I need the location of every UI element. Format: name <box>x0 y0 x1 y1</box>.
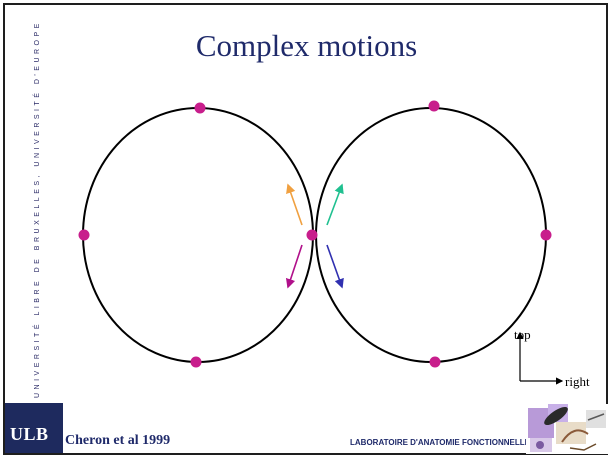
marker-left-left <box>78 229 90 241</box>
marker-center <box>306 229 318 241</box>
arrow-down-left <box>285 244 303 289</box>
marker-right-right <box>540 229 552 241</box>
university-side-band <box>5 5 55 400</box>
marker-right-bottom <box>429 356 441 368</box>
axis-top-label: top <box>514 327 531 342</box>
citation-text: Cheron et al 1999 <box>65 433 171 448</box>
slide-frame <box>3 3 608 455</box>
ulb-logo-block <box>5 403 63 453</box>
anatomy-collage-image <box>526 404 608 454</box>
axis-right-label: right <box>565 374 590 389</box>
left-circle <box>82 107 314 363</box>
marker-left-bottom <box>190 356 202 368</box>
slide-title: Complex motions <box>195 28 418 63</box>
marker-left-top <box>194 102 206 114</box>
right-circle <box>315 107 547 363</box>
ulb-logo: ULB <box>10 424 49 444</box>
arrow-down-right <box>326 244 344 289</box>
marker-right-top <box>428 100 440 112</box>
lab-name: LABORATOIRE D'ANATOMIE FONCTIONNELLE <box>350 438 530 447</box>
arrow-up-right <box>326 183 344 226</box>
arrow-up-left <box>286 183 303 226</box>
